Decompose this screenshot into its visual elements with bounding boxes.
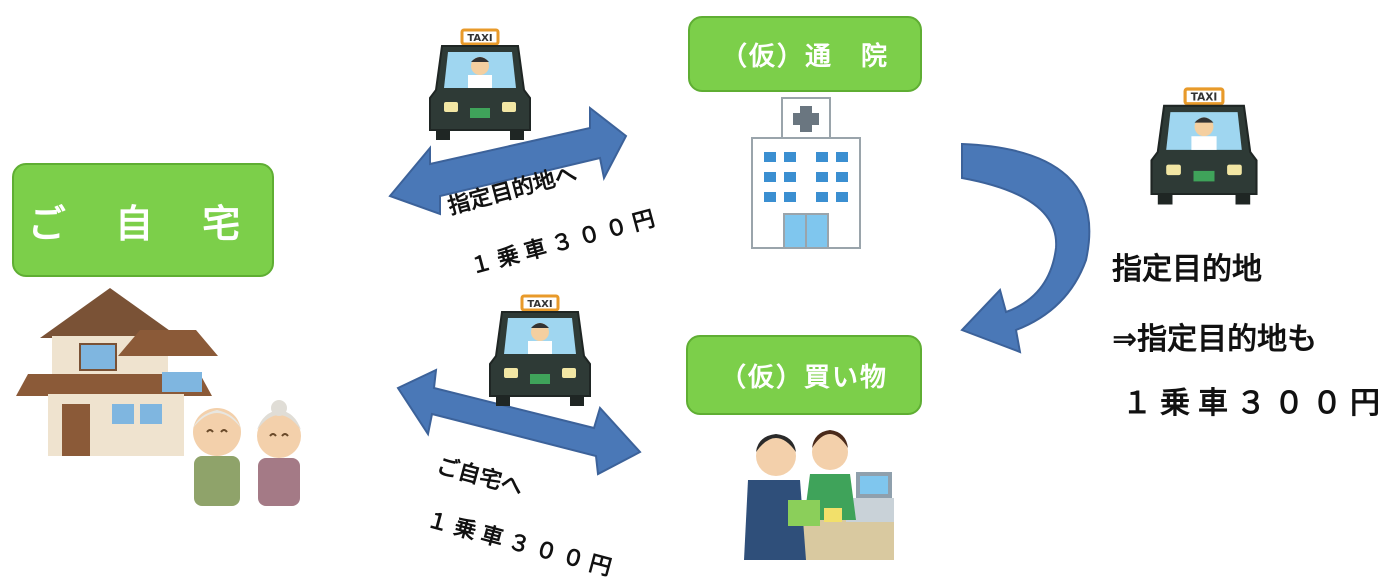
diagram-canvas: TAXI: [16, 28, 1259, 560]
home-node: ご 自 宅: [12, 163, 274, 277]
shop-clerk-icon: [744, 430, 894, 560]
shopping-node: （仮）買い物: [686, 335, 922, 415]
fare-label-right: １乗車３００円: [1122, 386, 1388, 421]
taxi-icon: [1149, 87, 1259, 207]
two-way-arrow-bottom: [396, 368, 642, 476]
destination-label-line2: ⇒指定目的地も: [1112, 322, 1318, 357]
taxi-icon: [488, 294, 592, 408]
house-icon: [16, 288, 218, 456]
curved-arrow-right: [960, 142, 1091, 354]
taxi-icon: [428, 28, 532, 142]
two-way-arrow-top: [388, 105, 628, 216]
hospital-icon: [751, 97, 861, 249]
destination-label-line1: 指定目的地: [1112, 252, 1262, 287]
hospital-node: （仮）通 院: [688, 16, 922, 92]
elderly-couple-icon: [193, 400, 301, 506]
